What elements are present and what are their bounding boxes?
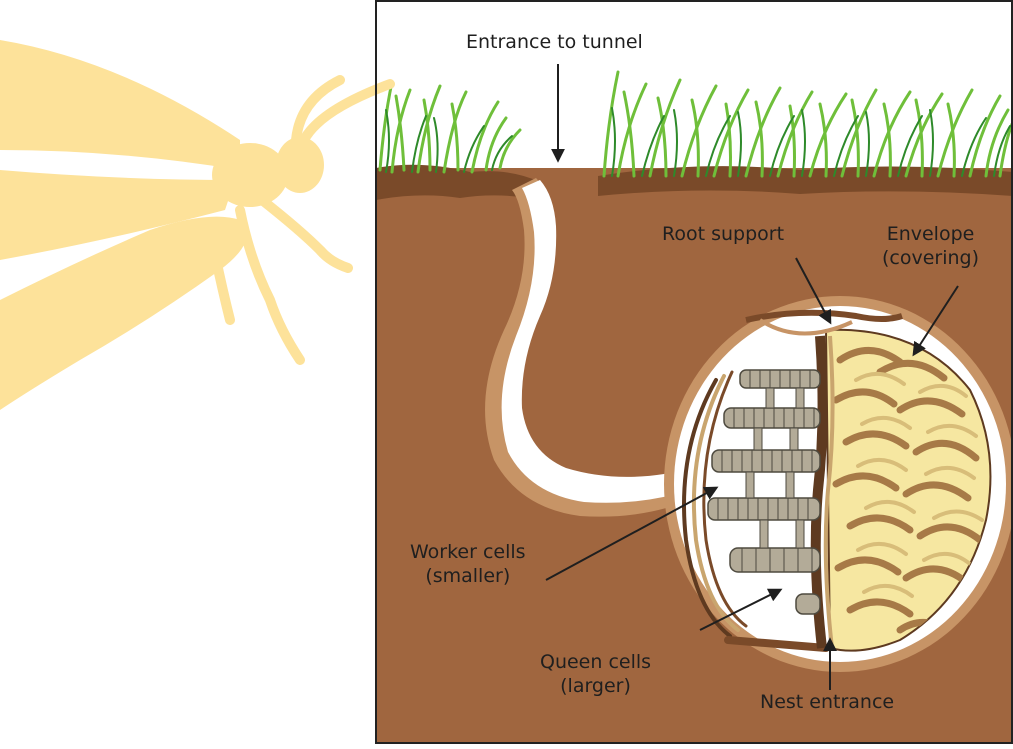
label-queen-line2: (larger) — [540, 674, 651, 698]
label-nest-entrance: Nest entrance — [760, 690, 894, 714]
label-envelope-line1: Envelope — [882, 222, 979, 246]
label-root-support: Root support — [662, 222, 784, 246]
comb-tier-5 — [730, 548, 820, 572]
label-queen-cells: Queen cells (larger) — [540, 650, 651, 698]
label-worker-line1: Worker cells — [410, 540, 526, 564]
comb-tier-6 — [796, 594, 820, 614]
label-worker-cells: Worker cells (smaller) — [410, 540, 526, 588]
grass-tufts — [380, 72, 1012, 176]
label-root-support-text: Root support — [662, 222, 784, 246]
label-queen-line1: Queen cells — [540, 650, 651, 674]
label-envelope: Envelope (covering) — [882, 222, 979, 270]
label-envelope-line2: (covering) — [882, 246, 979, 270]
label-entrance-tunnel: Entrance to tunnel — [466, 30, 643, 54]
comb-tier-4 — [708, 498, 820, 520]
label-worker-line2: (smaller) — [410, 564, 526, 588]
label-entrance-tunnel-text: Entrance to tunnel — [466, 30, 643, 54]
comb-tier-3 — [712, 450, 820, 472]
comb-tier-2 — [724, 408, 820, 428]
label-nest-entrance-text: Nest entrance — [760, 690, 894, 714]
wasp-silhouette-icon — [0, 40, 390, 410]
